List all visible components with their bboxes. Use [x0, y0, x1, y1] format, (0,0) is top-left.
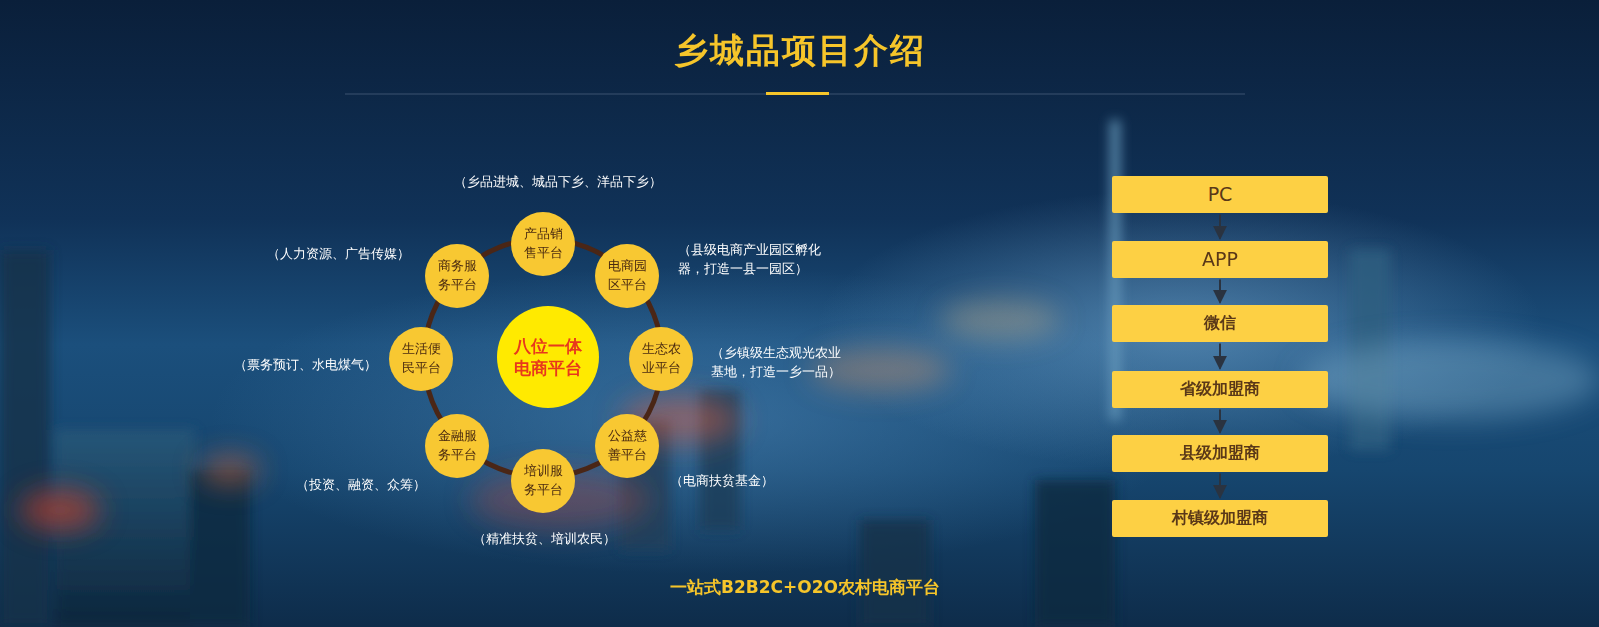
channel-label: 村镇级加盟商: [1172, 506, 1268, 530]
circle-shape: [389, 327, 453, 391]
platform-label: 金融服 务平台: [435, 427, 479, 465]
channel-box: APP: [1112, 241, 1328, 278]
center-circle: 八位一体 电商平台: [496, 305, 600, 409]
circle-shape: [595, 244, 659, 308]
circle-shape: [425, 244, 489, 308]
circle-shape: [511, 212, 575, 276]
channel-label: APP: [1202, 245, 1238, 274]
platform-circle: 电商园 区平台: [594, 243, 660, 309]
annotation-label: （精准扶贫、培训农民）: [473, 529, 616, 549]
channel-label: PC: [1208, 180, 1233, 209]
circle-outline: [594, 243, 660, 309]
platform-label: 生态农 业平台: [639, 340, 683, 378]
channel-box: 省级加盟商: [1112, 371, 1328, 408]
platform-circle: 金融服 务平台: [424, 413, 490, 479]
platform-circle: 公益慈 善平台: [594, 413, 660, 479]
platform-circle: 培训服 务平台: [510, 448, 576, 514]
channel-label: 县级加盟商: [1180, 441, 1260, 465]
channel-label: 省级加盟商: [1180, 377, 1260, 401]
circle-outline: [496, 305, 600, 409]
platform-label: 电商园 区平台: [605, 257, 649, 295]
platform-circle: 商务服 务平台: [424, 243, 490, 309]
flow-arrow: [1219, 215, 1221, 239]
page-caption: 一站式B2B2C+O2O农村电商平台: [245, 576, 1365, 599]
annotation-label: （乡品进城、城品下乡、洋品下乡）: [454, 172, 662, 192]
center-label: 八位一体 电商平台: [506, 335, 591, 379]
channel-box: 村镇级加盟商: [1112, 500, 1328, 537]
channel-box: PC: [1112, 176, 1328, 213]
platform-circle: 生活便 民平台: [388, 326, 454, 392]
platform-label: 产品销 售平台: [521, 225, 565, 263]
annotation-label: （投资、融资、众筹）: [296, 475, 426, 495]
annotation-label: （电商扶贫基金）: [670, 471, 774, 491]
circle-outline: [424, 413, 490, 479]
circle-shape: [497, 306, 599, 408]
page-title: 乡城品项目介绍: [0, 28, 1599, 74]
channel-box: 县级加盟商: [1112, 435, 1328, 472]
platform-label: 公益慈 善平台: [605, 427, 649, 465]
circle-shape: [629, 327, 693, 391]
circle-outline: [424, 243, 490, 309]
annotation-label: （人力资源、广告传媒）: [267, 244, 410, 264]
channel-label: 微信: [1204, 311, 1236, 335]
annotation-label: （票务预订、水电煤气）: [234, 355, 377, 375]
platform-circle: 生态农 业平台: [628, 326, 694, 392]
circle-outline: [628, 326, 694, 392]
channel-box: 微信: [1112, 305, 1328, 342]
platform-label: 生活便 民平台: [399, 340, 443, 378]
circle-shape: [511, 449, 575, 513]
flow-arrow: [1219, 280, 1221, 303]
platform-label: 商务服 务平台: [435, 257, 479, 295]
circle-outline: [510, 448, 576, 514]
circle-shape: [425, 414, 489, 478]
annotation-label: （乡镇级生态观光农业 基地，打造一乡一品）: [711, 343, 871, 382]
flow-arrow: [1219, 474, 1221, 498]
flow-arrow: [1219, 410, 1221, 433]
flow-arrow: [1219, 344, 1221, 369]
circle-outline: [388, 326, 454, 392]
circle-outline: [594, 413, 660, 479]
platform-label: 培训服 务平台: [521, 462, 565, 500]
platform-circle: 产品销 售平台: [510, 211, 576, 277]
annotation-label: （县级电商产业园区孵化 器，打造一县一园区）: [678, 240, 838, 279]
circle-shape: [595, 414, 659, 478]
circle-outline: [510, 211, 576, 277]
